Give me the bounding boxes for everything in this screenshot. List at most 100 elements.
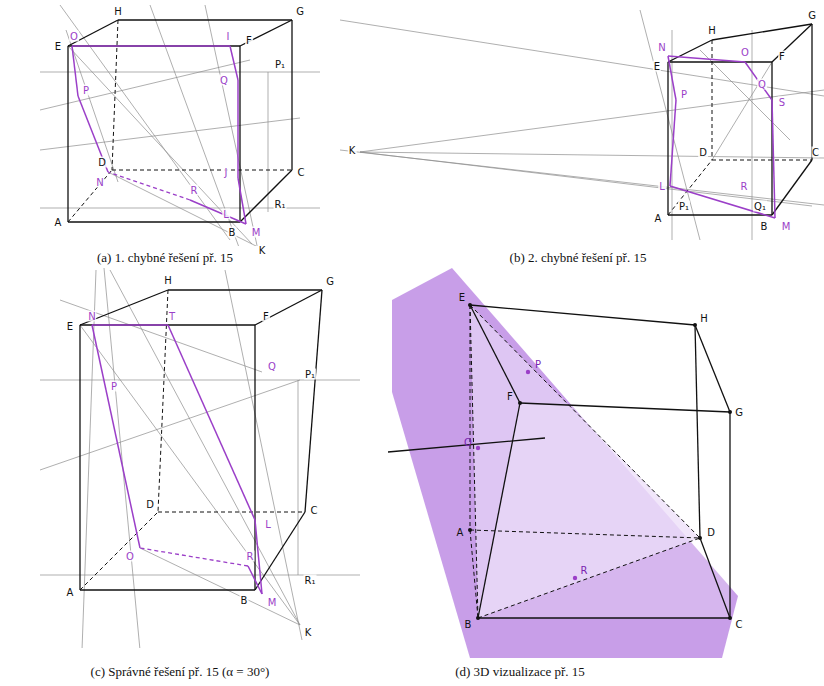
vertex-label: H [113,6,123,17]
construction-line [340,150,824,205]
section-line [668,56,676,100]
cube-edge [520,403,730,412]
construction-line [360,152,824,158]
point-label: S [778,97,786,108]
point-label: O [125,551,135,562]
cube-edge [255,290,322,325]
section-line [238,178,246,224]
cube-edge [470,305,520,403]
construction-line [712,62,772,160]
vertex-dot [518,401,522,405]
section-plane [392,268,738,658]
point-label: P [110,381,118,392]
vertex-label: A [54,217,63,228]
panel-drawing [40,268,360,648]
vertex-dot [476,616,480,620]
vertex-label: H [700,313,708,324]
vertex-label: H [163,275,173,286]
vertex-label: E [459,292,465,303]
cube-edge [811,24,812,160]
cube-edge [240,20,292,46]
construction-line [700,50,790,140]
cube-face [478,403,730,618]
cube-edge [470,305,478,618]
construction-line [360,90,824,152]
cube-edge [695,325,700,538]
vertex-dot [728,410,732,414]
cube-edge [700,538,730,618]
cube-edge [67,46,68,222]
caption: (d) 3D vizualizace př. 15 [453,664,587,680]
cube-edge [158,290,168,512]
point-label: N [657,42,666,53]
point-label: L [658,181,666,192]
construction-line [108,172,256,246]
section-line [72,45,230,47]
vertex-label: F [778,51,786,62]
point-label: P [535,359,541,370]
point-label: R [190,185,199,196]
vertex-label: H [707,25,717,36]
point-label: Q [267,361,277,372]
section-line [668,56,745,62]
cube-edge [79,325,80,590]
construction-line [298,380,299,575]
vertex-label: E [66,321,74,332]
cube-edge [80,589,255,590]
point-label: L [264,519,272,530]
section-line [92,324,168,326]
vertex-label: E [54,41,62,52]
cube-edge [712,160,812,161]
construction-line [40,380,300,470]
construction-line [40,380,360,381]
section-line [140,548,248,566]
vertex-label: D [698,147,708,158]
cube-edge [305,290,322,512]
point-label: R [740,181,749,192]
caption: (c) Správné řešení př. 15 (α = 30°) [89,664,272,680]
cube-edge [68,45,240,46]
construction-line [40,60,250,110]
section-line [670,100,676,186]
cube-edge [158,512,305,513]
point-label: Q [757,79,767,90]
section-line [248,566,262,594]
point-dot [573,576,577,580]
point-label: N [95,177,104,188]
cube-edge [772,160,812,215]
cube-edge [668,214,772,215]
vertex-label: B [760,221,769,232]
section-line [190,200,246,224]
vertex-label: D [707,527,715,538]
section-line [78,96,108,172]
cube-edge [667,62,668,215]
construction-line [60,5,230,240]
point-label: R [581,565,588,576]
vertex-label: D [145,499,155,510]
caption: (a) 1. chybné řešení př. 15 [95,250,235,266]
point-dot [476,446,480,450]
cube-edge [772,24,812,62]
construction-line [340,20,824,96]
vertex-label: B [465,619,472,630]
vertex-label: Q₁ [753,201,767,212]
point-label: L [222,209,230,220]
caption: (b) 2. chybné řešení př. 15 [508,250,649,266]
cube-edge [255,512,305,590]
vertex-label: K [348,145,357,156]
point-label: N [87,311,96,322]
vertex-label: K [258,245,267,256]
construction-line [150,5,240,246]
construction-line [60,300,262,372]
panel-drawing [40,5,320,246]
construction-line [140,548,300,625]
vertex-label: C [811,147,820,158]
vertex-dot [693,323,697,327]
section-line [92,325,106,390]
cube-edge [470,305,700,538]
vertex-label: B [240,595,249,606]
point-label: M [251,227,262,238]
cube-edge [478,617,730,618]
construction-line [66,30,118,182]
